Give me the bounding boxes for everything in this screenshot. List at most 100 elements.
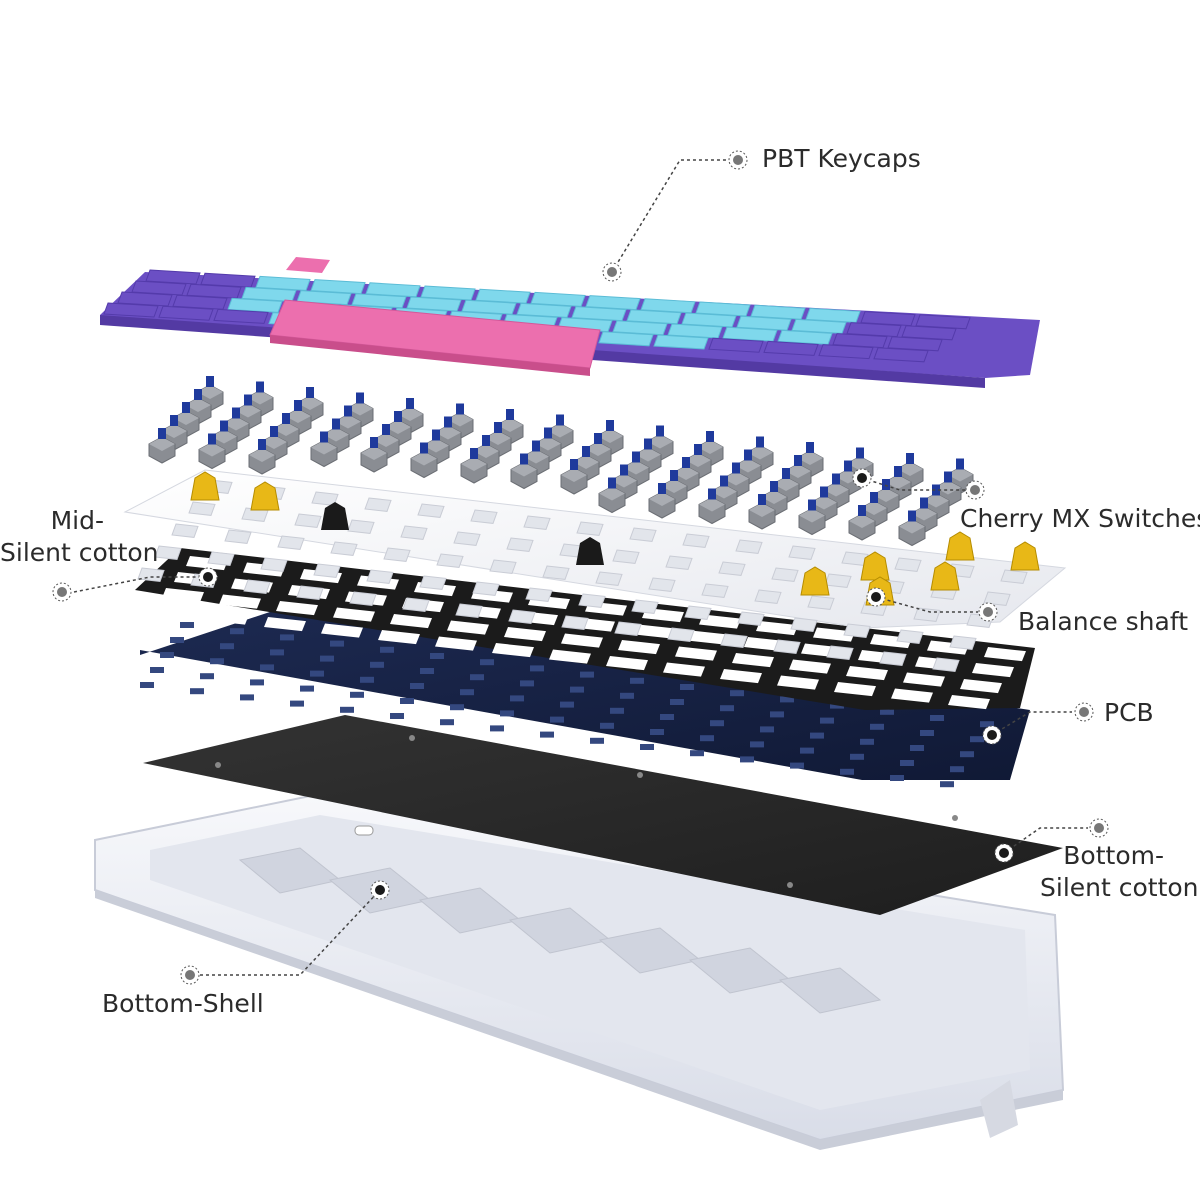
marker [994,843,1014,863]
plate-hole [631,599,659,614]
pcb-pad [480,659,494,666]
pcb-pad [360,676,374,683]
plate-hole [648,577,676,592]
pcb-pad [310,670,324,677]
balance-shaft-group [190,471,1040,606]
pcb-pad [390,713,404,719]
pcb-pad [680,684,694,690]
foam-hole [264,617,306,632]
pcb-pad [560,701,574,708]
marker [198,567,218,587]
balance-shaft-leader [875,596,978,613]
plate-hole [824,573,852,588]
foam-hole [687,630,729,645]
pcb-pad [740,756,754,763]
pcb-pad [950,766,964,773]
plate-hole [949,635,977,650]
plate-hole [701,583,729,598]
pcb-pad [650,729,664,735]
pcb-pad [170,637,184,643]
pcb-pad [590,737,604,744]
plate-hole [207,551,235,566]
pcb-pad [820,717,834,724]
switch [510,453,538,490]
marker [370,880,390,900]
foam-hole [435,636,477,651]
marker [728,150,748,170]
switch [598,477,626,514]
switch [648,483,676,519]
plate-hole [665,555,693,570]
plate-hole [843,623,871,638]
pcb-pad [630,677,644,684]
switch [248,439,276,475]
pcb-pad [400,698,414,704]
pcb-pad [760,726,774,733]
pcb-pad [670,699,684,705]
pcb-pad [570,686,584,693]
plate-hole [896,629,924,644]
pcb-pad [200,673,214,680]
shell-foot [980,1080,1018,1138]
plate-hole [436,553,464,568]
plate-hole [894,557,922,572]
plate-hole [455,603,483,618]
plate-hole [525,587,553,602]
plate-hole [296,585,324,600]
plate-hole [470,509,498,524]
pcb-pad [920,730,934,736]
pcb-pad [470,674,484,681]
stabilizer [190,471,220,501]
keycap [708,337,764,353]
pcb-pad [300,685,314,692]
pcb-pad [880,708,894,715]
label-balance-shaft: Balance shaft [1018,607,1189,636]
pcb-pad [620,692,634,699]
keycap [915,314,971,330]
label-bottom-cotton: Bottom- Silent cotton [1040,840,1199,904]
foam-hole [606,656,648,671]
pcb-pad [780,696,794,703]
marker [180,965,200,985]
pcb-pad [380,646,394,653]
pcb-pad [530,665,544,672]
switch [796,442,824,478]
plate-hole [364,497,392,512]
switch [898,510,926,547]
pcb-pad [270,649,284,656]
marker [866,587,886,607]
plate-hole [506,537,534,552]
switch [372,424,400,460]
label-mid-cotton: Mid- Silent cotton [0,505,159,569]
pcb-pad [640,744,654,750]
plate-hole [578,593,606,608]
plate-hole [754,589,782,604]
plate-hole [1000,569,1028,584]
pcb-pad [140,682,154,688]
plate-hole [561,615,589,630]
foam-hole [756,621,798,636]
foam-hole [390,614,432,629]
pcb-pad [960,751,974,758]
pcb-pad [730,690,744,697]
label-pcb: PCB [1104,698,1154,727]
pcb-pad [870,723,884,730]
marker [1089,818,1109,838]
plate-hole [523,515,551,530]
switches-leader [861,477,965,491]
plate-hole [595,571,623,586]
pcb-pad [210,658,224,665]
plate-hole [879,651,907,666]
keycap [103,302,159,318]
foam-hole [813,627,855,642]
plate-hole [807,595,835,610]
marker [978,602,998,622]
plate-hole [932,657,960,672]
foam-hole [321,623,363,638]
pcb-pad [180,622,194,628]
plate-hole [224,529,252,544]
keycap [901,325,957,341]
marker [982,725,1002,745]
pcb-pad [580,671,594,678]
pcb-pad [280,634,294,641]
